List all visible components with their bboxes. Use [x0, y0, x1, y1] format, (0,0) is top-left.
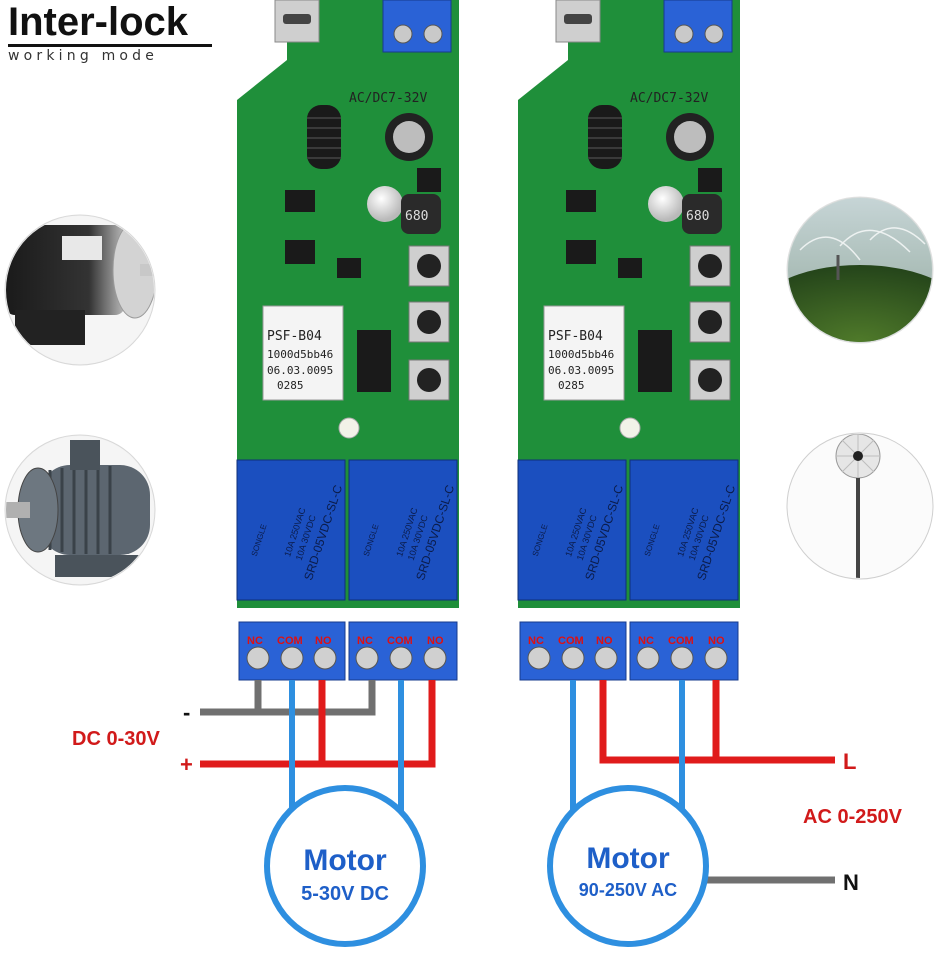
inductor-label: 680 [405, 209, 428, 224]
relay-1: SONGLE 10A 250VAC 10A 30VDC SRD-05VDC-SL… [517, 459, 627, 601]
usb-port-icon [274, 0, 320, 43]
terminal-label: COM [387, 635, 413, 647]
stand-fan-photo-icon [786, 432, 934, 580]
voltage-print: AC/DC7-32V [630, 91, 708, 106]
relay-1: SONGLE 10A 250VAC 10A 30VDC SRD-05VDC-SL… [236, 459, 346, 601]
power-terminal-block [663, 0, 733, 53]
wire-negative-bridge [258, 680, 376, 716]
electrolytic-capacitor-icon [666, 113, 714, 161]
module-id: 1000d5bb46 [548, 348, 614, 361]
wifi-module: PSF-B04 1000d5bb46 06.03.0095 0285 [543, 305, 625, 401]
voltage-print: AC/DC7-32V [349, 91, 427, 106]
led-icon [619, 417, 641, 439]
output-terminals: NC COM NO NC COM NO [519, 621, 739, 681]
right-wiring [570, 680, 835, 884]
left-wiring [200, 680, 436, 820]
ac-motor-symbol: Motor 90-250V AC [547, 785, 709, 947]
module-id: 1000d5bb46 [267, 348, 333, 361]
inductor-label: 680 [686, 209, 709, 224]
motor-title: Motor [303, 844, 387, 877]
page-subtitle: working mode [8, 48, 159, 64]
relay-board-left: AC/DC7-32V 680 PSF-B04 1000d5bb46 [236, 0, 459, 681]
ac-motor-photo-icon [4, 434, 156, 586]
module-date: 06.03.0095 [267, 364, 333, 377]
dc-motor-symbol: Motor 5-30V DC [264, 785, 426, 947]
relay-2: SONGLE 10A 250VAC 10A 30VDC SRD-05VDC-SL… [348, 459, 458, 601]
plus-label: + [180, 752, 193, 777]
small-capacitor-icon [648, 186, 684, 222]
module-code: 0285 [558, 379, 585, 392]
relay-2: SONGLE 10A 250VAC 10A 30VDC SRD-05VDC-SL… [629, 459, 739, 601]
terminal-label: NO [596, 635, 613, 647]
antenna-coil-icon [307, 105, 341, 169]
ac-supply-label: AC 0-250V [803, 806, 903, 828]
usb-port-icon [555, 0, 601, 43]
motor-spec: 90-250V AC [579, 880, 677, 900]
wifi-module: PSF-B04 1000d5bb46 06.03.0095 0285 [262, 305, 344, 401]
terminal-label: COM [668, 635, 694, 647]
output-terminals: NC COM NO NC COM NO [238, 621, 458, 681]
module-date: 06.03.0095 [548, 364, 614, 377]
line-label: L [843, 749, 856, 774]
neutral-label: N [843, 870, 859, 895]
relay-board-right: AC/DC7-32V 680 PSF-B04 1000d5bb46 [517, 0, 740, 681]
inductor-icon: 680 [682, 194, 722, 234]
antenna-coil-icon [588, 105, 622, 169]
terminal-label: COM [277, 635, 303, 647]
wire-positive [200, 680, 436, 768]
terminal-label: NC [638, 635, 654, 647]
terminal-label: NO [315, 635, 332, 647]
dc-motor-photo-icon [4, 214, 156, 366]
electrolytic-capacitor-icon [385, 113, 433, 161]
terminal-label: NC [528, 635, 544, 647]
chip-icon [566, 168, 722, 392]
led-icon [338, 417, 360, 439]
module-code: 0285 [277, 379, 304, 392]
terminal-label: NC [357, 635, 373, 647]
push-buttons [408, 245, 450, 401]
page-title: Inter-lock [8, 0, 189, 44]
push-buttons [689, 245, 731, 401]
wire-negative [200, 680, 262, 716]
small-capacitor-icon [367, 186, 403, 222]
inductor-icon: 680 [401, 194, 441, 234]
power-terminal-block [382, 0, 452, 53]
dc-supply-label: DC 0-30V [72, 728, 160, 750]
motor-title: Motor [586, 842, 670, 875]
sprinkler-photo-icon [786, 196, 934, 344]
minus-label: - [183, 700, 190, 725]
title-underline [8, 44, 212, 47]
terminal-label: COM [558, 635, 584, 647]
wire-line [599, 680, 835, 764]
module-label: PSF-B04 [548, 329, 603, 344]
terminal-label: NO [427, 635, 444, 647]
terminal-label: NC [247, 635, 263, 647]
terminal-label: NO [708, 635, 725, 647]
motor-spec: 5-30V DC [301, 883, 389, 905]
chip-icon [285, 168, 441, 392]
module-label: PSF-B04 [267, 329, 322, 344]
